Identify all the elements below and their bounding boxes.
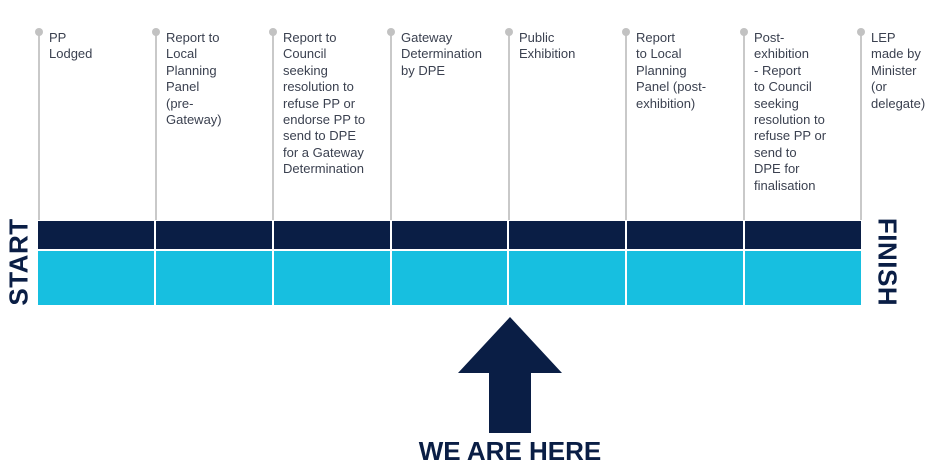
stage-label: Report to Council seeking resolution to … — [283, 30, 366, 177]
stage-label: Report to Local Planning Panel (post- ex… — [636, 30, 707, 111]
stage-dot — [740, 28, 748, 36]
progress-bar-light — [38, 251, 862, 305]
bar-segment — [509, 251, 628, 305]
stage-label: LEP made by Minister (or delegate) — [871, 30, 926, 111]
stage-dot — [505, 28, 513, 36]
finish-label: FINISH — [872, 217, 903, 307]
bar-segment — [627, 221, 746, 249]
up-arrow-icon — [458, 317, 562, 433]
stage-line — [38, 32, 40, 220]
stage-line — [155, 32, 157, 220]
progress-bar-dark — [38, 221, 862, 249]
stage-dot — [857, 28, 865, 36]
stage-line — [743, 32, 745, 220]
bar-segment — [273, 251, 392, 305]
we-are-here-label: WE ARE HERE — [418, 436, 602, 466]
bar-segment — [155, 251, 274, 305]
bar-segment — [391, 251, 510, 305]
stage-line — [390, 32, 392, 220]
stage-dot — [387, 28, 395, 36]
bar-segment — [38, 221, 156, 249]
stage-dot — [35, 28, 43, 36]
start-label: START — [3, 218, 34, 306]
stage-dot — [622, 28, 630, 36]
stage-dot — [152, 28, 160, 36]
stage-line — [625, 32, 627, 220]
bar-segment — [391, 221, 510, 249]
bar-segment — [745, 221, 862, 249]
stage-line — [860, 32, 862, 220]
stage-label: Post- exhibition - Report to Council see… — [754, 30, 827, 193]
bar-segment — [509, 221, 628, 249]
stage-line — [508, 32, 510, 220]
bar-segment — [273, 221, 392, 249]
stage-line — [272, 32, 274, 220]
bar-segment — [627, 251, 746, 305]
stage-label: Public Exhibition — [519, 30, 576, 62]
stage-label: PP Lodged — [49, 30, 93, 62]
bar-segment — [38, 251, 156, 305]
bar-segment — [745, 251, 862, 305]
stage-dot — [269, 28, 277, 36]
stage-label: Report to Local Planning Panel (pre- Gat… — [166, 30, 222, 128]
stage-label: Gateway Determination by DPE — [401, 30, 482, 78]
bar-segment — [155, 221, 274, 249]
